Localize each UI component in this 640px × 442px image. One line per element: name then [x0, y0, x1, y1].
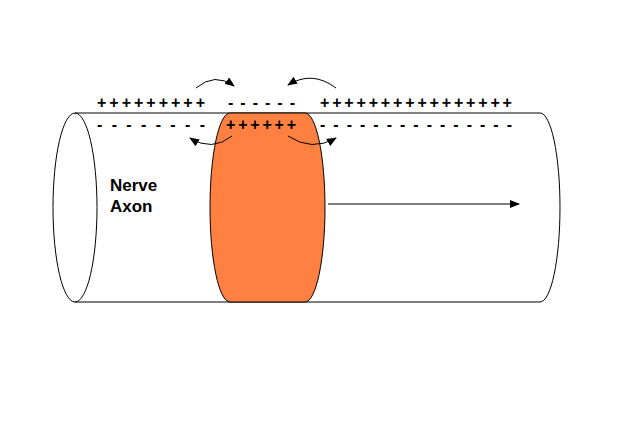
charge-row: ++++++++++++++++ [320, 95, 515, 111]
current-arrows [190, 78, 336, 144]
depolarized-band [210, 113, 325, 302]
charge-row: ++++++ [226, 117, 299, 133]
axon-label: Nerve Axon [110, 175, 180, 217]
charge-row: - - - - - - [228, 95, 296, 111]
axon-cylinder [53, 113, 560, 302]
charge-row: - - - - - - - - - - - - - - - [320, 117, 514, 133]
propagation-arrow [328, 204, 519, 205]
charge-row: - - - - - - - - [97, 117, 208, 133]
charge-row: +++++++++ [97, 95, 208, 111]
